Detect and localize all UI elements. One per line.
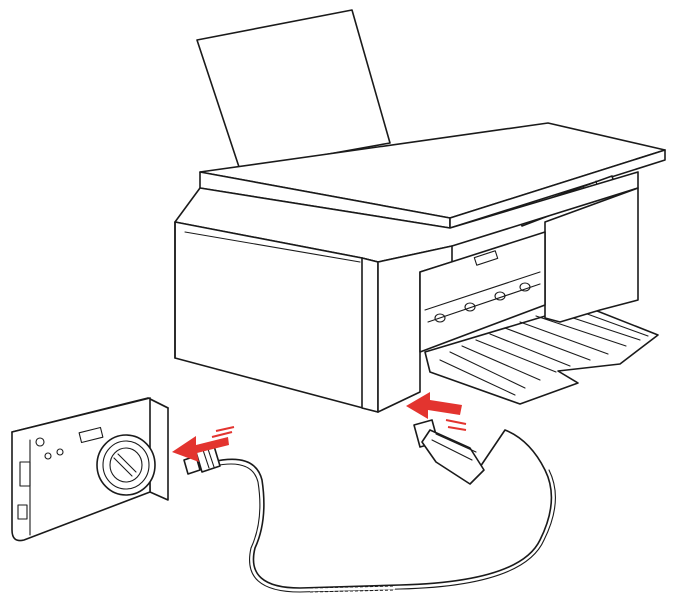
paper-exit [419, 231, 546, 353]
usb-a-plug [413, 419, 485, 485]
cable-line [211, 429, 553, 589]
arrow-to-printer [406, 392, 467, 431]
usb-cable [183, 419, 556, 593]
shutter-button [35, 437, 45, 447]
lid-side-edge [449, 149, 666, 229]
arrow-to-camera [172, 426, 235, 462]
printer-body [174, 187, 639, 413]
camera-lens [96, 434, 156, 496]
camera [11, 397, 169, 542]
printer [174, 9, 666, 413]
paper-sheet [196, 9, 391, 171]
